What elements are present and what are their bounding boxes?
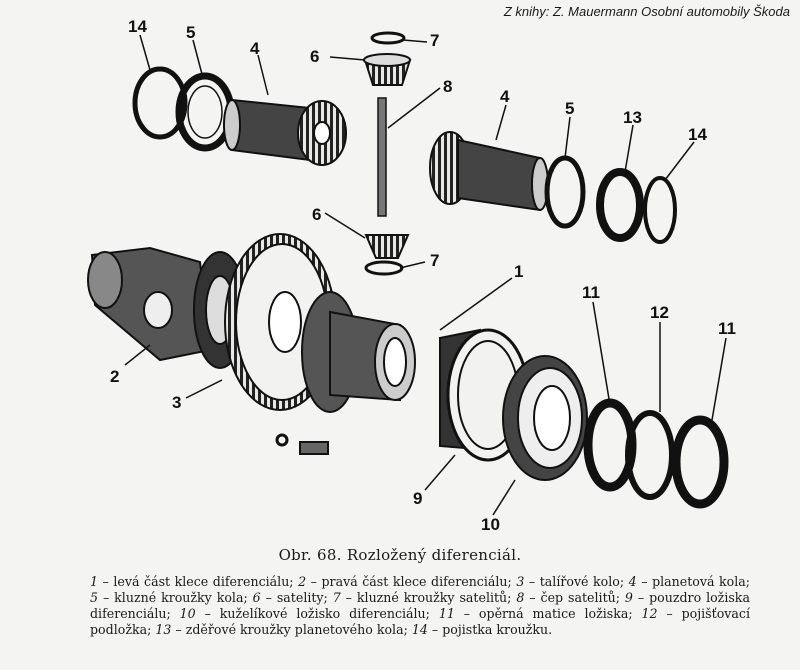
legend-number: 6 <box>252 590 261 605</box>
part-14-snap-ring-right <box>643 176 677 244</box>
legend-item: 10 – kuželíkové ložisko diferenciálu; <box>179 606 430 621</box>
callout-14: 14 <box>128 17 147 36</box>
legend-text: pouzdro ložiska diferenciálu; <box>90 590 750 621</box>
legend-text: kluzné kroužky satelitů; <box>356 590 512 605</box>
legend-item: 6 – satelity; <box>252 590 328 605</box>
callout-4: 4 <box>250 39 260 58</box>
legend-number: 1 <box>90 574 99 589</box>
legend-number: 8 <box>516 590 525 605</box>
part-5-ring-right <box>544 155 586 229</box>
callout-4: 4 <box>500 87 510 106</box>
part-6-satellite-top <box>363 53 412 86</box>
source-note: Z knihy: Z. Mauermann Osobní automobily … <box>503 4 790 19</box>
callout-12: 12 <box>650 303 669 322</box>
legend-item: 3 – talířové kolo; <box>516 574 625 589</box>
legend-number: 9 <box>624 590 633 605</box>
part-2-housing <box>87 246 247 369</box>
callout-6: 6 <box>312 205 321 224</box>
callout-9: 9 <box>413 489 422 508</box>
part-14-snap-ring-left <box>132 66 188 140</box>
callout-7: 7 <box>430 251 439 270</box>
legend-number: 4 <box>628 574 637 589</box>
callout-10: 10 <box>481 515 500 534</box>
legend-item: 13 – zděřové kroužky planetového kola; <box>155 622 408 637</box>
legend-text: kluzné kroužky kola; <box>114 590 248 605</box>
legend-text: opěrná matice ložiska; <box>478 606 633 621</box>
bolt <box>275 433 329 455</box>
part-5-ring-left <box>175 72 235 152</box>
legend-number: 14 <box>411 622 428 637</box>
legend-number: 5 <box>90 590 99 605</box>
figure-caption: Obr. 68. Rozložený diferenciál. <box>278 546 522 564</box>
legend-item: 1 – levá část klece diferenciálu; <box>90 574 294 589</box>
legend-item: 11 – opěrná matice ložiska; <box>438 606 633 621</box>
part-8-pin <box>377 97 387 217</box>
part-7-ring-top <box>370 31 406 45</box>
legend-item: 4 – planetová kola; <box>628 574 751 589</box>
callout-14: 14 <box>688 125 707 144</box>
callout-11: 11 <box>582 283 600 302</box>
legend-item: 2 – pravá část klece diferenciálu; <box>298 574 512 589</box>
legend-text: kuželíkové ložisko diferenciálu; <box>219 606 430 621</box>
legend-number: 13 <box>155 622 172 637</box>
legend-item: 7 – kluzné kroužky satelitů; <box>332 590 512 605</box>
callout-13: 13 <box>623 108 642 127</box>
callout-1: 1 <box>514 262 523 281</box>
legend-text: zděřové kroužky planetového kola; <box>185 622 408 637</box>
legend-text: pravá část klece diferenciálu; <box>321 574 512 589</box>
legend-item: 5 – kluzné kroužky kola; <box>90 590 248 605</box>
legend-text: satelity; <box>276 590 328 605</box>
legend-number: 2 <box>298 574 307 589</box>
callout-5: 5 <box>565 99 574 118</box>
callout-11: 11 <box>718 319 736 338</box>
part-13-ring <box>596 168 644 242</box>
exploded-differential-drawing: 14 5 4 6 7 8 4 5 13 14 6 7 1 11 12 11 2 … <box>87 17 736 534</box>
part-6-satellite-bottom <box>364 234 410 259</box>
part-11-nut-left <box>583 398 637 492</box>
part-11-nut-right <box>671 415 729 509</box>
part-10-bearing <box>502 355 588 481</box>
legend-text: planetová kola; <box>652 574 751 589</box>
legend-text: pojišťovací podložka; <box>90 606 750 637</box>
callout-2: 2 <box>110 367 119 386</box>
legend-item: 12 – pojišťovací podložka; <box>90 606 750 637</box>
legend-number: 11 <box>438 606 455 621</box>
part-4-planet-gear-left <box>223 98 347 166</box>
callout-6: 6 <box>310 47 319 66</box>
legend-number: 12 <box>641 606 658 621</box>
legend-text: talířové kolo; <box>539 574 625 589</box>
legend-item: 9 – pouzdro ložiska diferenciálu; <box>90 590 750 621</box>
callout-8: 8 <box>443 77 452 96</box>
part-7-ring-bottom <box>364 260 404 276</box>
legend-text: levá část klece diferenciálu; <box>113 574 294 589</box>
part-1-housing <box>301 291 416 413</box>
part-4-planet-gear-right <box>429 131 549 212</box>
legend-number: 3 <box>516 574 525 589</box>
parts-legend: 1 – levá část klece diferenciálu; 2 – pr… <box>90 574 750 638</box>
legend-number: 10 <box>179 606 196 621</box>
callout-7: 7 <box>430 31 439 50</box>
legend-text: pojistka kroužku. <box>442 622 553 637</box>
legend-item: 8 – čep satelitů; <box>516 590 620 605</box>
callout-3: 3 <box>172 393 181 412</box>
legend-text: čep satelitů; <box>540 590 620 605</box>
legend-item: 14 – pojistka kroužku. <box>411 622 553 637</box>
callout-5: 5 <box>186 23 195 42</box>
legend-number: 7 <box>332 590 341 605</box>
